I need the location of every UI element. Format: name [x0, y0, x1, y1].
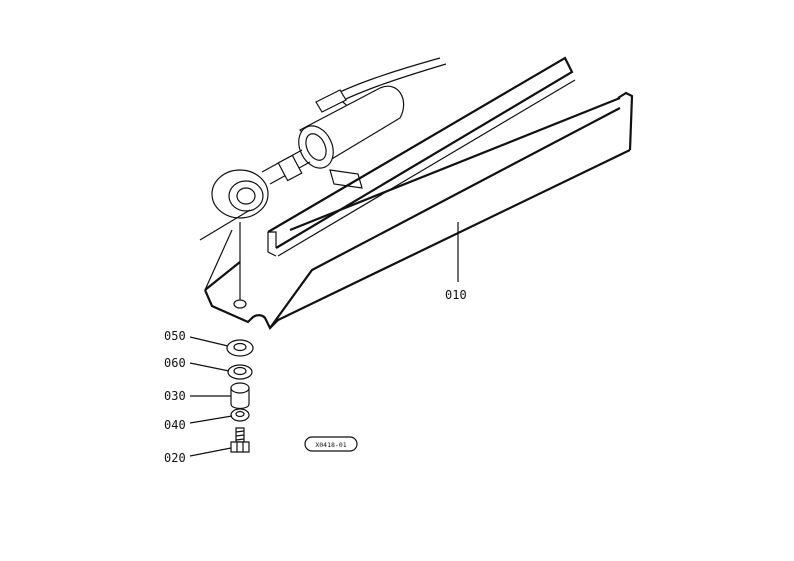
callout-040: 040: [164, 418, 186, 432]
drawing-reference-stamp: X0418-01: [304, 436, 358, 452]
callout-030: 030: [164, 389, 186, 403]
mounting-channel-drawing: [199, 56, 634, 330]
hydraulic-cylinder-drawing: [211, 57, 447, 300]
callout-010: 010: [445, 288, 467, 302]
stamp-label: X0418-01: [315, 441, 346, 449]
callout-050: 050: [164, 329, 186, 343]
leader-lines: [189, 222, 459, 457]
callout-020: 020: [164, 451, 186, 465]
callout-060: 060: [164, 356, 186, 370]
hardware-stack-drawing: [226, 339, 254, 453]
